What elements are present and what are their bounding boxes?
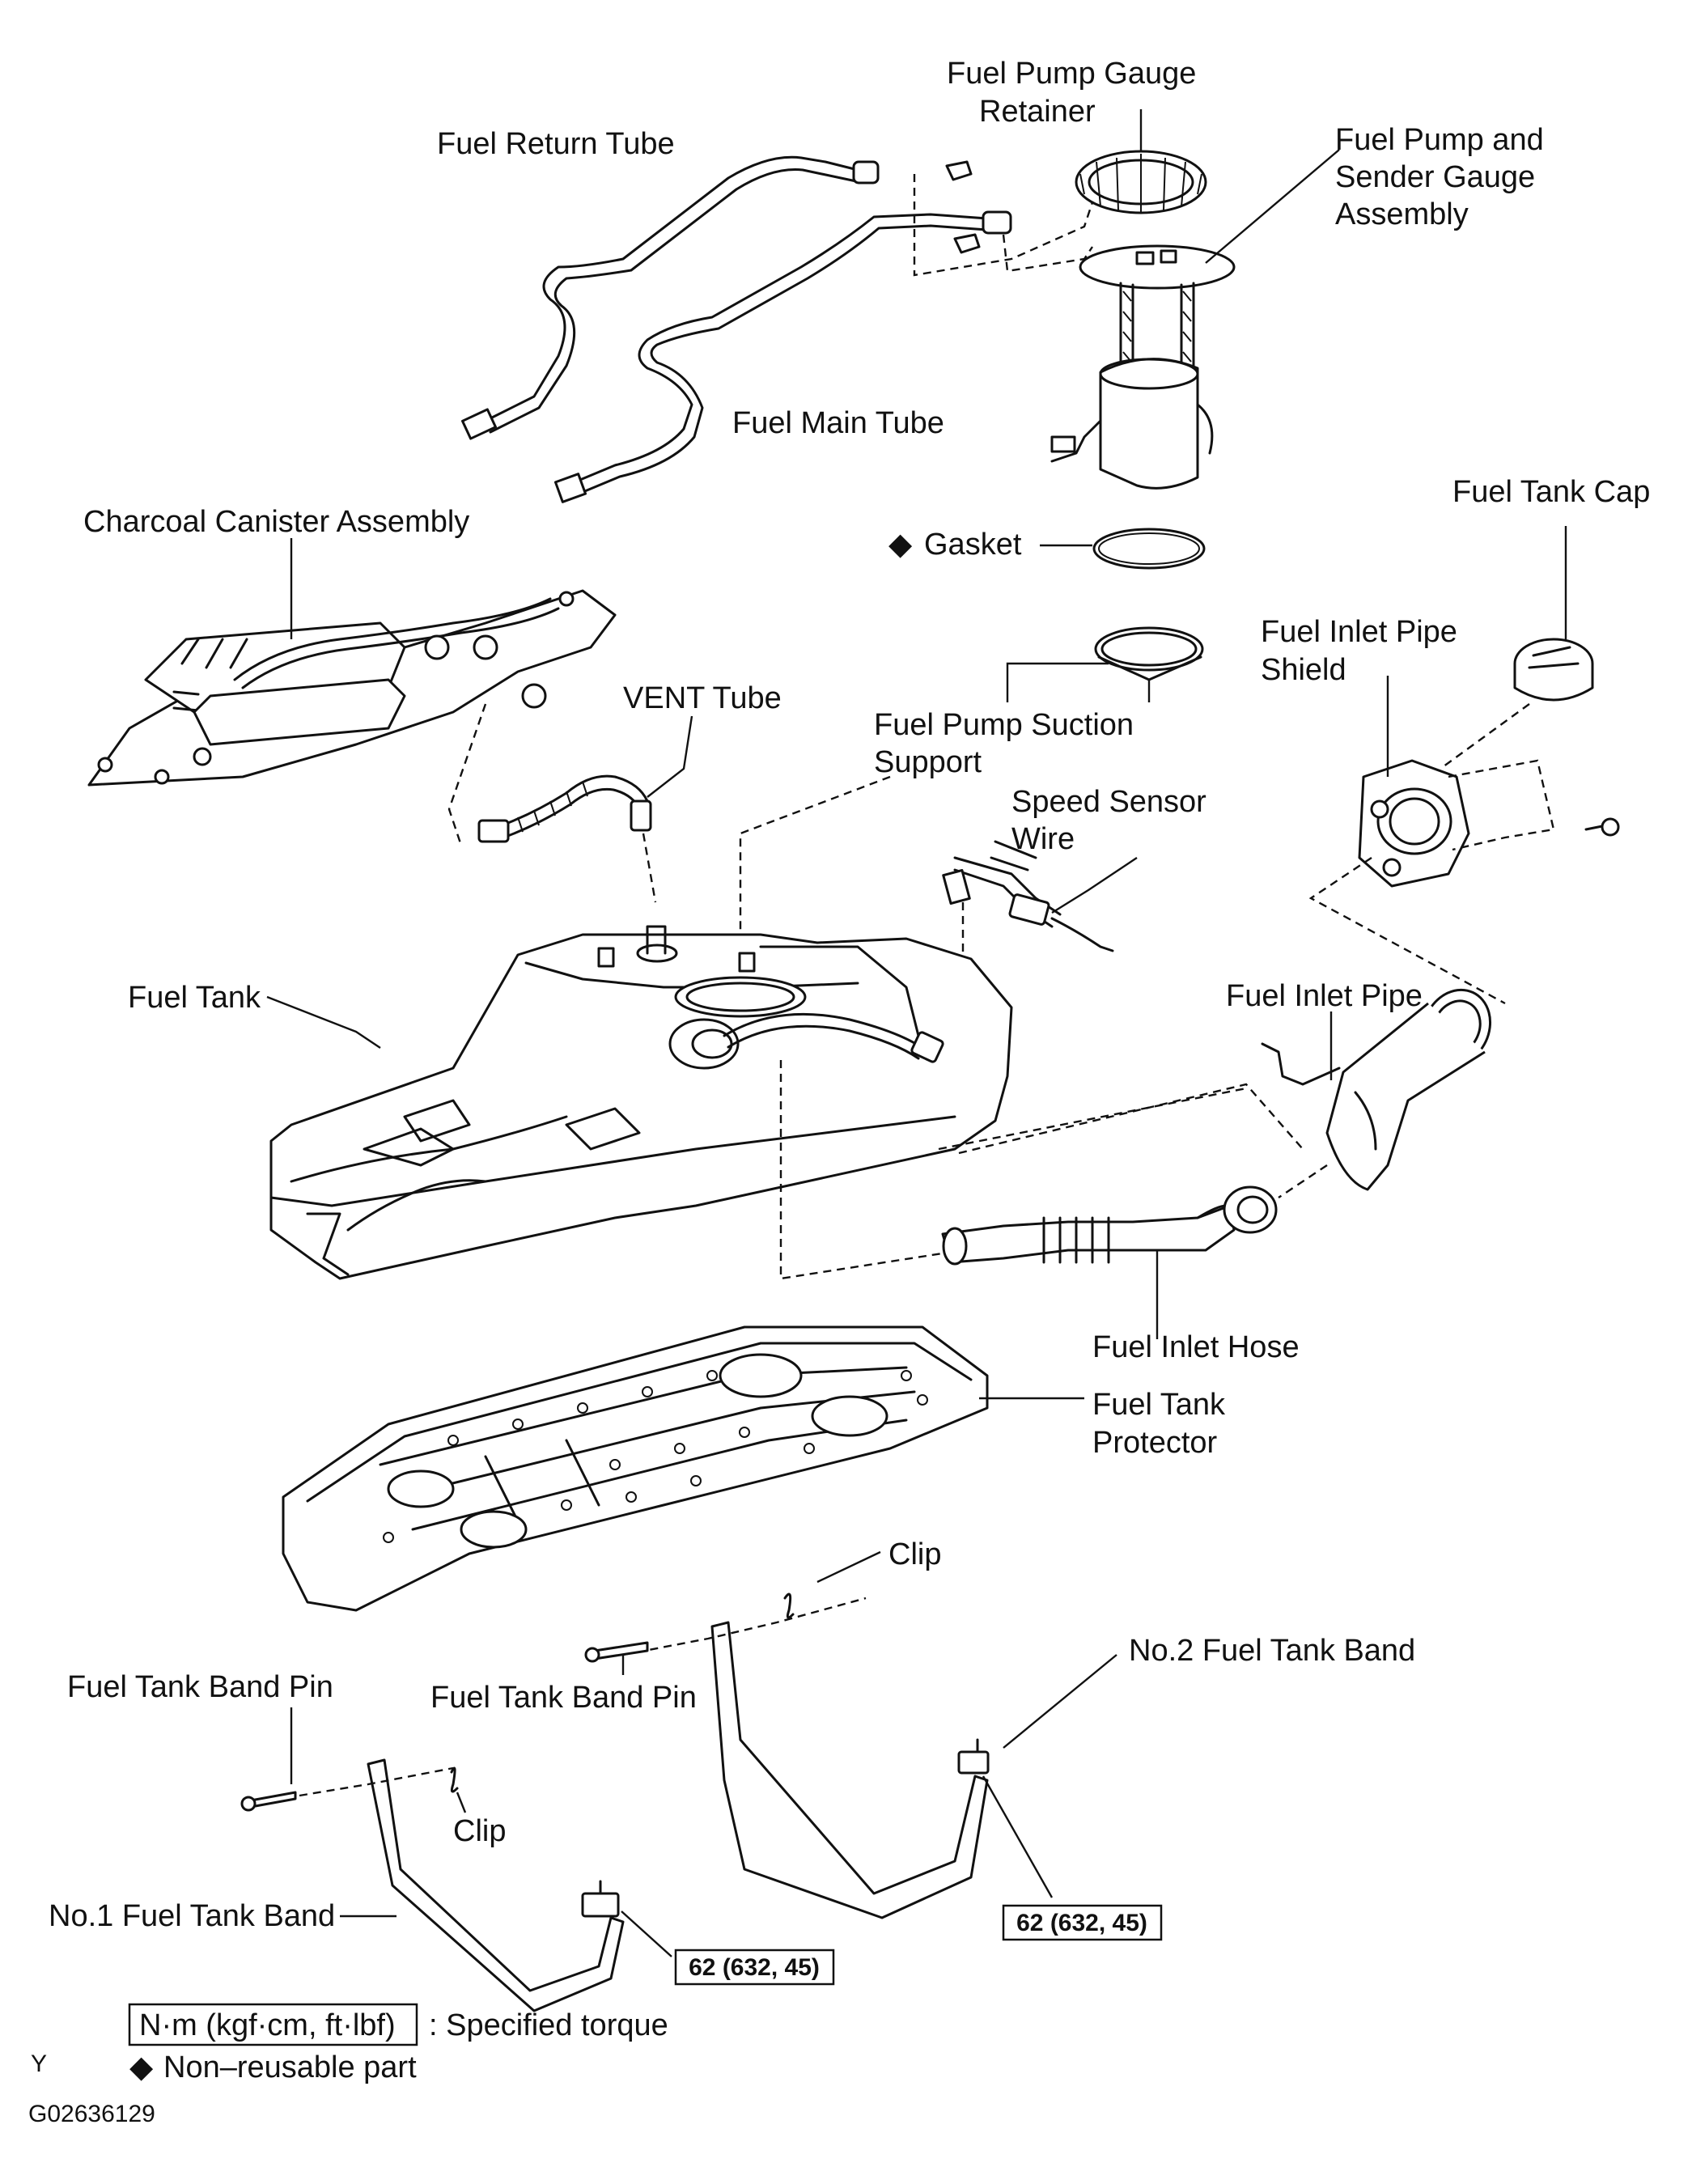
- vent-tube: [477, 774, 652, 843]
- shield-to-inlet-pipe-dashed: [1308, 857, 1506, 1005]
- label-fuel-pump-assembly-2: Sender Gauge: [1335, 160, 1535, 194]
- charcoal-canister-assembly: [87, 589, 617, 787]
- label-fuel-inlet-pipe-shield-1: Fuel Inlet Pipe: [1261, 615, 1457, 649]
- cap-to-shield-dashed: [1440, 703, 1530, 770]
- leader-clip-upper: [816, 1550, 881, 1584]
- no1-fuel-tank-band: [367, 1758, 625, 2012]
- leader-suction-support: [1006, 662, 1151, 702]
- legend-torque-units: N·m (kgf·cm, ft·lbf): [139, 2008, 396, 2042]
- label-fuel-pump-suction-support-1: Fuel Pump Suction: [874, 708, 1134, 742]
- corner-letter: Y: [31, 2050, 47, 2077]
- fuel-pump-suction-support: [1094, 626, 1204, 681]
- leader-fuel-tank: [266, 995, 381, 1049]
- label-fuel-tank-cap: Fuel Tank Cap: [1452, 475, 1650, 509]
- torque-value-no1: 62 (632, 45): [689, 1954, 820, 1981]
- label-fuel-return-tube: Fuel Return Tube: [437, 127, 675, 161]
- fuel-inlet-hose: [941, 1185, 1278, 1266]
- label-speed-sensor-wire-1: Speed Sensor: [1011, 785, 1206, 819]
- torque-value-no2: 62 (632, 45): [1016, 1910, 1147, 1936]
- legend-non-reusable-symbol: ◆: [129, 2050, 154, 2084]
- gasket-symbol: ◆: [888, 528, 913, 562]
- label-fuel-pump-suction-support-2: Support: [874, 745, 982, 779]
- label-fuel-tank-protector-2: Protector: [1092, 1426, 1218, 1460]
- label-clip-upper: Clip: [888, 1537, 941, 1571]
- label-gasket: Gasket: [924, 528, 1022, 562]
- leader-speed-sensor: [1051, 857, 1138, 914]
- label-fuel-inlet-hose: Fuel Inlet Hose: [1092, 1330, 1300, 1364]
- fuel-pump-gauge-retainer: [1075, 150, 1207, 214]
- label-fuel-inlet-pipe-shield-2: Shield: [1261, 653, 1346, 687]
- fuel-main-tube: [553, 210, 1012, 503]
- inlet-pipe-to-hose-dashed: [1278, 1164, 1328, 1198]
- torque-box-no1: 62 (632, 45): [674, 1949, 835, 1986]
- fuel-inlet-pipe: [1261, 988, 1492, 1191]
- fuel-tank-band-pin-left: [240, 1791, 297, 1812]
- label-fuel-tank: Fuel Tank: [128, 981, 261, 1015]
- shield-bolt-dashed: [1448, 759, 1555, 851]
- leader-no1-torque: [621, 1910, 672, 1957]
- label-fuel-tank-protector-1: Fuel Tank: [1092, 1388, 1226, 1422]
- leader-no2-band: [1003, 1654, 1117, 1749]
- canister-to-vent-dashed: [447, 703, 487, 846]
- label-fuel-main-tube: Fuel Main Tube: [732, 406, 944, 440]
- label-fuel-tank-band-pin-left: Fuel Tank Band Pin: [67, 1670, 333, 1704]
- tank-to-inlet-dashed: [779, 1060, 1304, 1280]
- leader-no2-torque: [982, 1775, 1054, 1898]
- shield-bolt: [1584, 817, 1620, 837]
- pin-left-dashed: [299, 1766, 454, 1797]
- clip-lower-part: [450, 1766, 459, 1793]
- vent-to-tank-dashed: [642, 833, 657, 903]
- tank-to-inlet-pipe-dashed: [938, 1087, 1247, 1151]
- fuel-pump-sender-gauge-assembly: [1050, 244, 1236, 490]
- label-fuel-tank-band-pin-center: Fuel Tank Band Pin: [430, 1681, 697, 1715]
- clip-upper-part: [783, 1592, 795, 1619]
- label-fuel-pump-assembly-3: Assembly: [1335, 197, 1469, 231]
- label-no2-fuel-tank-band: No.2 Fuel Tank Band: [1129, 1634, 1415, 1668]
- legend-non-reusable-text: Non–reusable part: [163, 2050, 417, 2084]
- fuel-tank: [269, 925, 1013, 1280]
- fuel-tank-protector: [282, 1325, 989, 1612]
- fuel-tank-cap: [1513, 638, 1594, 702]
- figure-id: G02636129: [28, 2101, 155, 2127]
- gasket: [1092, 528, 1206, 570]
- tube-clips: [913, 160, 1094, 277]
- leader-clip-lower: [456, 1792, 467, 1813]
- leader-vent-tube: [647, 715, 693, 798]
- label-fuel-inlet-pipe: Fuel Inlet Pipe: [1226, 979, 1423, 1013]
- label-no1-fuel-tank-band: No.1 Fuel Tank Band: [49, 1899, 335, 1933]
- torque-box-no2: 62 (632, 45): [1002, 1904, 1163, 1941]
- legend-torque-text: : Specified torque: [429, 2008, 668, 2042]
- leader-pump-assembly: [1205, 149, 1340, 264]
- clip-upper-dashed: [622, 1597, 867, 1656]
- label-vent-tube: VENT Tube: [623, 681, 782, 715]
- fuel-tank-band-pin-center: [584, 1641, 649, 1663]
- speed-sensor-wire: [942, 840, 1114, 952]
- label-fuel-pump-gauge-retainer-2: Retainer: [979, 95, 1096, 129]
- no2-fuel-tank-band: [710, 1621, 990, 1919]
- legend: N·m (kgf·cm, ft·lbf) : Specified torque …: [128, 2003, 668, 2084]
- label-clip-lower: Clip: [453, 1814, 506, 1848]
- label-charcoal-canister-assembly: Charcoal Canister Assembly: [83, 505, 469, 539]
- label-speed-sensor-wire-2: Wire: [1011, 822, 1075, 856]
- label-fuel-pump-assembly-1: Fuel Pump and: [1335, 123, 1544, 157]
- fuel-inlet-pipe-shield: [1358, 759, 1470, 888]
- label-fuel-pump-gauge-retainer-1: Fuel Pump Gauge: [947, 57, 1196, 91]
- fuel-return-tube: [461, 155, 880, 440]
